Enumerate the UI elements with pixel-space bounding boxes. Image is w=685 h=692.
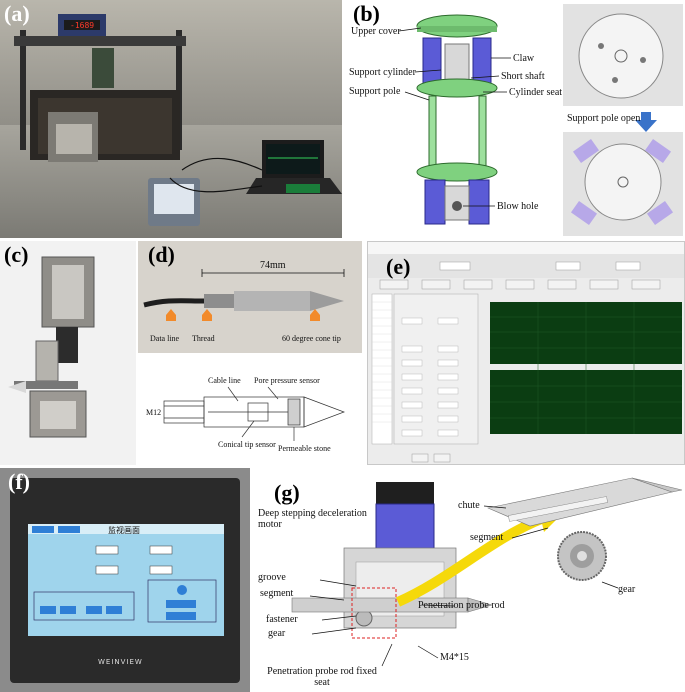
callout-pore-pressure-sensor: Pore pressure sensor — [254, 376, 320, 385]
panel-a: -1689 (a) — [0, 0, 342, 238]
panel-a-label: (a) — [4, 1, 30, 26]
callout-support-cylinder: Support cylinder — [349, 67, 416, 78]
panel-b: (b) Upper cover Claw Support cylinder Sh… — [345, 0, 685, 238]
callout-short-shaft: Short shaft — [501, 71, 545, 82]
panel-c: (c) — [0, 241, 136, 465]
panel-g: (g) Deep stepping deceleration motor gro… — [252, 468, 685, 692]
callout-cylinder-seat: Cylinder seat — [509, 87, 563, 98]
panel-d: (d) 74mm Data line Thread 60 degree cone… — [138, 241, 362, 465]
arrow-up-icon — [310, 309, 320, 321]
callout-fastener: fastener — [266, 614, 298, 625]
callout-upper-cover: Upper cover — [351, 26, 401, 37]
callout-support-pole-open: Support pole open — [567, 113, 641, 124]
callout-claw: Claw — [513, 53, 535, 64]
panel-f: (f) 监视画面 WEINVIEW — [0, 468, 250, 692]
callout-thread: Thread — [192, 334, 215, 343]
hmi-screen-title: 监视画面 — [108, 526, 140, 535]
callout-m12: M12 — [146, 408, 162, 417]
panel-e: (e) — [367, 241, 685, 465]
callout-gear-left: gear — [268, 628, 286, 639]
hmi-brand: WEINVIEW — [98, 658, 143, 666]
probe-length: 74mm — [260, 260, 286, 271]
callout-segment-left: segment — [260, 588, 294, 599]
panel-f-label: (f) — [8, 469, 30, 494]
callout-chute: chute — [458, 500, 480, 511]
callout-data-line: Data line — [150, 334, 180, 343]
arrow-up-icon — [202, 309, 212, 321]
lab-photo: -1689 — [0, 0, 342, 238]
callout-blow-hole: Blow hole — [497, 201, 539, 212]
arrow-up-icon — [166, 309, 176, 321]
panel-d-label: (d) — [148, 242, 175, 267]
callout-gear-right: gear — [618, 584, 636, 595]
callout-cable-line: Cable line — [208, 376, 241, 385]
probe-rig-photo — [8, 256, 95, 438]
callout-conical-tip-sensor: Conical tip sensor — [218, 440, 276, 449]
down-arrow-icon — [635, 112, 657, 132]
callout-support-pole: Support pole — [349, 86, 401, 97]
probe-photo-and-section — [138, 241, 362, 441]
callout-permeable-stone: Permeable stone — [278, 444, 331, 453]
clamp-cad-drawing — [398, 4, 683, 236]
hmi-photo — [10, 478, 240, 683]
callout-cone-tip: 60 degree cone tip — [282, 334, 341, 343]
callout-motor: Deep stepping deceleration motor — [258, 508, 367, 530]
callout-probe-rod: Penetration probe rod — [418, 600, 505, 611]
panel-c-label: (c) — [4, 242, 29, 267]
callout-fixed-seat: Penetration probe rod fixed seat — [267, 666, 377, 688]
callout-m4: M4*15 — [440, 652, 469, 663]
panel-e-label: (e) — [386, 254, 411, 279]
callout-groove: groove — [258, 572, 286, 583]
load-display: -1689 — [70, 21, 94, 30]
callout-segment-right: segment — [470, 532, 504, 543]
penetration-mechanism-cad — [291, 477, 683, 667]
panel-b-label: (b) — [353, 1, 380, 26]
acquisition-software-screenshot — [368, 242, 684, 463]
panel-g-label: (g) — [274, 480, 300, 505]
